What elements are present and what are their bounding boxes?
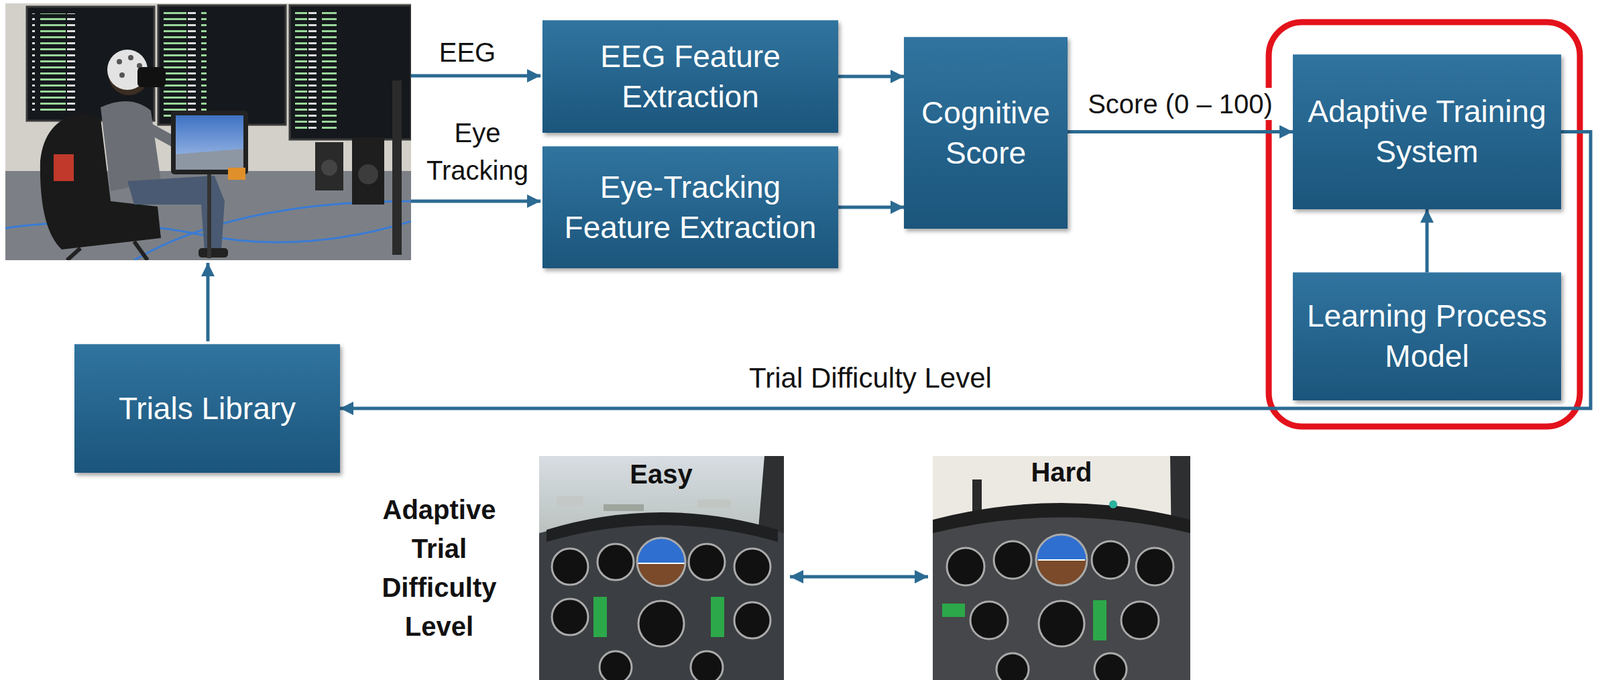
attitude-indicator — [633, 535, 689, 591]
easy-cockpit-image — [710, 596, 725, 638]
hard-cockpit-image — [932, 502, 1191, 534]
hard-cockpit-image — [1038, 600, 1085, 647]
lab-photo — [137, 67, 166, 88]
hard-cockpit-image — [993, 541, 1032, 579]
layout-arrows — [411, 74, 541, 78]
box-label: Adaptive Training System — [1303, 91, 1551, 173]
flow-arrow — [1067, 130, 1293, 134]
flow-arrow — [1425, 209, 1430, 273]
lab-photo — [315, 142, 344, 191]
lab-photo — [175, 148, 244, 170]
box-label: Cognitive Score — [914, 93, 1057, 174]
box-label: Eye-Tracking Feature Extraction — [553, 167, 828, 249]
process-box: Learning Process Model — [1292, 272, 1562, 401]
hard-cockpit-image — [932, 455, 1191, 680]
process-box: Cognitive Score — [903, 36, 1068, 229]
process-box: EEG Feature Extraction — [542, 20, 839, 133]
layout-arrows — [206, 262, 210, 342]
signal-label: EEG — [407, 36, 528, 69]
lab-photo — [207, 174, 212, 259]
hard-cockpit-image — [1094, 653, 1127, 680]
lab-photo — [352, 137, 385, 205]
side-heading: Adaptive Trial Difficulty Level — [362, 490, 517, 646]
hard-cockpit-image — [1109, 500, 1118, 509]
lab-photo — [321, 159, 338, 176]
process-box: Eye-Tracking Feature Extraction — [542, 146, 839, 269]
easy-cockpit-image — [599, 651, 632, 680]
hard-cockpit-image — [1093, 600, 1107, 641]
easy-cockpit-image — [539, 516, 784, 680]
easy-cockpit-image — [597, 543, 634, 581]
image-caption: Hard — [987, 455, 1136, 489]
flow-arrow — [838, 205, 904, 210]
layout-arrows — [411, 199, 541, 204]
lab-photo — [128, 54, 134, 61]
easy-cockpit-image — [734, 548, 771, 585]
easy-cockpit-image — [539, 455, 784, 680]
easy-cockpit-image — [757, 455, 784, 537]
easy-cockpit-image — [690, 651, 723, 680]
box-label: Learning Process Model — [1303, 296, 1551, 377]
edge-label: Trial Difficulty Level — [746, 361, 995, 395]
highlight-outline — [1268, 22, 1580, 427]
edge-label: Score (0 – 100) — [1084, 87, 1276, 121]
lab-photo — [158, 5, 286, 125]
lab-photo — [32, 13, 80, 114]
easy-cockpit-image — [637, 537, 686, 587]
easy-cockpit-image — [556, 496, 584, 506]
attitude-indicator — [1032, 533, 1091, 560]
image-caption: Easy — [587, 458, 735, 491]
easy-cockpit-image — [539, 455, 784, 680]
easy-cockpit-image — [688, 543, 725, 581]
lab-photo — [175, 115, 244, 170]
hard-cockpit-image — [942, 603, 965, 617]
easy-cockpit-image — [593, 596, 607, 638]
attitude-indicator — [633, 535, 689, 564]
lab-photo — [170, 110, 249, 175]
hard-cockpit-image — [932, 513, 1191, 680]
hard-cockpit-image — [996, 653, 1029, 680]
layout-arrows — [207, 75, 929, 577]
lab-photo — [53, 154, 74, 182]
lab-photo — [295, 12, 337, 133]
lab-photo — [134, 201, 412, 261]
easy-cockpit-image — [734, 602, 771, 639]
attitude-indicator — [637, 562, 686, 564]
hard-cockpit-image — [970, 601, 1008, 640]
lab-photo — [100, 101, 161, 192]
signal-label: Eye Tracking — [413, 113, 542, 190]
box-label: EEG Feature Extraction — [553, 36, 828, 118]
hard-cockpit-image — [946, 547, 985, 586]
lab-photo — [5, 3, 412, 261]
easy-cockpit-image — [638, 600, 684, 647]
hard-cockpit-image — [1121, 601, 1159, 640]
lab-photo — [227, 167, 246, 180]
process-box: Trials Library — [74, 344, 340, 473]
lab-photo — [392, 80, 402, 255]
attitude-indicator — [1032, 533, 1091, 589]
easy-cockpit-image — [551, 598, 589, 636]
easy-cockpit-image — [551, 548, 589, 585]
layout-arrows — [789, 575, 929, 579]
lab-photo — [5, 3, 412, 261]
lab-photo — [116, 59, 123, 65]
hard-cockpit-image — [932, 455, 1191, 680]
attitude-indicator — [1038, 559, 1085, 561]
hard-cockpit-image — [1091, 541, 1130, 579]
lab-photo — [67, 248, 81, 261]
easy-cockpit-image — [697, 499, 731, 508]
easy-cockpit-image — [603, 504, 644, 511]
hard-cockpit-image — [1036, 534, 1088, 586]
lab-photo — [163, 12, 207, 120]
lab-photo — [119, 72, 125, 78]
hard-cockpit-image — [1135, 547, 1174, 586]
lab-photo — [198, 248, 228, 258]
lab-photo — [358, 164, 379, 185]
box-label: Trials Library — [118, 388, 296, 430]
flow-arrow — [838, 75, 904, 79]
lab-photo — [134, 241, 148, 261]
process-box: Adaptive Training System — [1292, 54, 1562, 210]
